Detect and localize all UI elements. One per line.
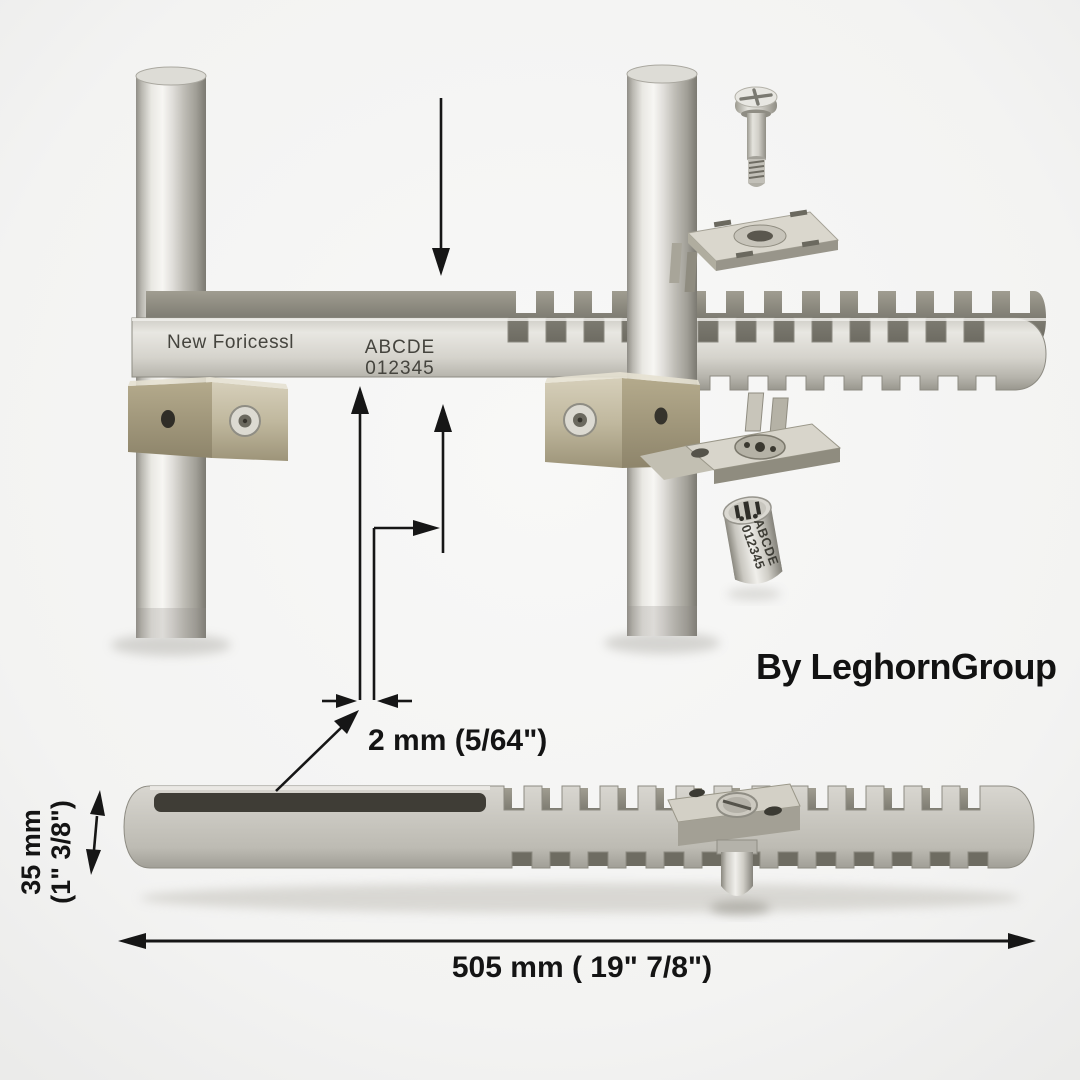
bar-serial-line1: ABCDE xyxy=(365,337,435,358)
rack-bar: New Foricessl ABCDE 012345 xyxy=(131,291,1047,391)
gap-dimension-label: 2 mm (5/64") xyxy=(368,724,547,757)
gap-dimension: 2 mm (5/64") xyxy=(275,386,547,792)
seal-pin: ABCDE 012345 xyxy=(722,496,783,584)
right-clamp-bracket xyxy=(545,372,700,468)
length-dimension: 505 mm ( 19" 7/8") xyxy=(118,933,1036,984)
locking-bracket xyxy=(640,392,842,484)
right-post xyxy=(626,64,698,636)
bracket-hole xyxy=(161,410,175,428)
plate-prong xyxy=(684,252,698,292)
side-view-lock xyxy=(667,783,801,896)
bracket-tooth xyxy=(769,397,789,432)
bar-label-engraving: New Foricessl xyxy=(167,332,294,353)
bracket-tooth xyxy=(744,392,765,432)
shoulder-screw xyxy=(734,86,778,187)
pin-lock-pattern xyxy=(734,501,762,522)
lock-pin xyxy=(721,852,753,896)
pin-engraving: ABCDE 012345 xyxy=(738,517,782,572)
height-dimension-label-in: (1" 3/8") xyxy=(46,800,76,904)
shadows xyxy=(111,588,1020,915)
side-bar-slot xyxy=(154,793,486,812)
plate-slots xyxy=(713,209,820,259)
bar-serial-line2: 012345 xyxy=(365,358,434,379)
plate-prong xyxy=(669,243,683,283)
brand-text: By LeghornGroup xyxy=(756,646,1057,687)
screw-threads xyxy=(748,160,765,179)
length-dimension-label: 505 mm ( 19" 7/8") xyxy=(452,951,712,984)
left-clamp-bracket xyxy=(128,377,288,461)
side-view-bar xyxy=(123,785,1035,869)
phillips-cross-icon xyxy=(739,88,773,106)
bracket-hole xyxy=(654,407,668,425)
locking-plate-top xyxy=(669,209,840,292)
height-dimension: 35 mm (1" 3/8") xyxy=(16,790,105,904)
insert-arrow-down xyxy=(432,98,450,276)
height-dimension-label-mm: 35 mm xyxy=(16,809,46,895)
dimension-annotations: 2 mm (5/64") 35 mm (1" 3/8") 505 mm ( 19… xyxy=(16,98,1036,984)
